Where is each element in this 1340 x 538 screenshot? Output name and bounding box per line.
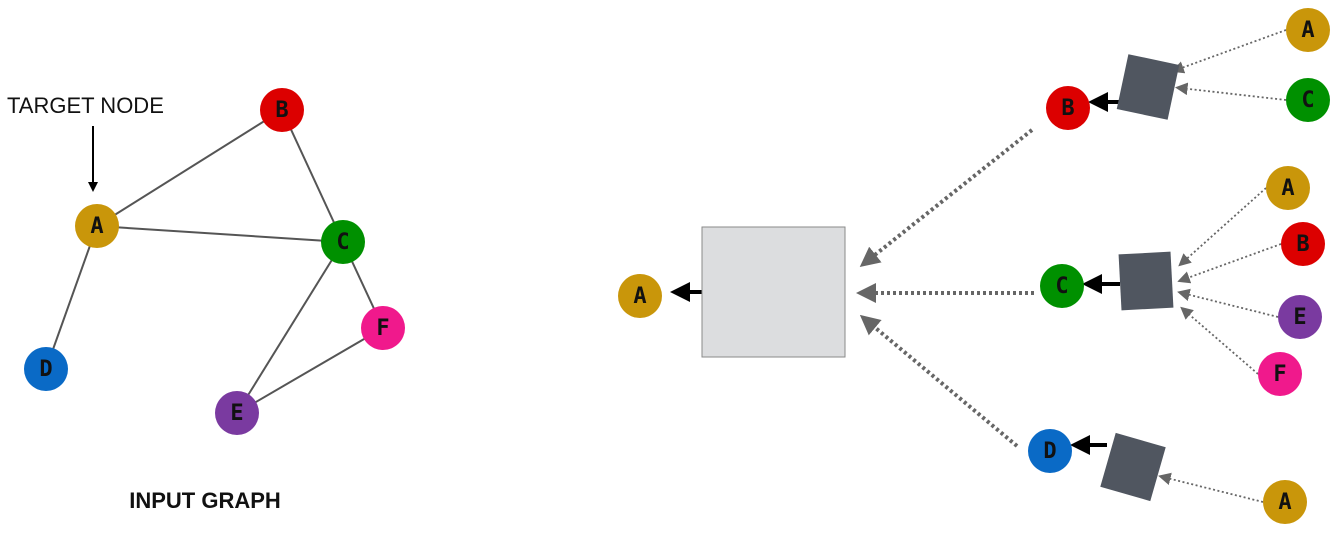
level2-node-c-e: E (1278, 295, 1322, 339)
level2-node-b-c-circle (1286, 78, 1330, 122)
input-graph-nodes: A B C D E F (24, 88, 405, 435)
edge-e-f (236, 327, 384, 414)
input-node-f-label: F (376, 316, 389, 341)
input-graph: A B C D E F TARGET NODE INPUT GRAPH (7, 88, 405, 513)
edge-b-c (281, 109, 344, 243)
level1-node-b-label: B (1061, 96, 1074, 121)
level1-node-c-circle (1040, 264, 1084, 308)
computation-graph: A B A C C A B E F D A (618, 8, 1330, 524)
level1-node-b-circle (1046, 86, 1090, 130)
level2-node-c-f-label: F (1273, 362, 1286, 387)
neighbor-box-c (1118, 251, 1174, 311)
level2-node-d-a-label: A (1278, 490, 1291, 515)
computation-graph-arrows (670, 29, 1287, 503)
input-node-b-circle (260, 88, 304, 132)
level1-node-d-circle (1028, 429, 1072, 473)
input-node-d: D (24, 347, 68, 391)
input-node-d-label: D (39, 357, 52, 382)
input-node-b: B (260, 88, 304, 132)
dotted-arrow-b-to-box-c (1177, 243, 1282, 284)
input-node-a-label: A (90, 214, 103, 239)
computation-graph-boxes (701, 54, 1180, 502)
input-node-d-circle (24, 347, 68, 391)
level2-node-c-b-label: B (1296, 232, 1309, 257)
level2-node-b-a-label: A (1301, 18, 1314, 43)
level1-node-c-label: C (1055, 274, 1068, 299)
level2-node-c-e-circle (1278, 295, 1322, 339)
neighbor-box-d (1100, 432, 1166, 502)
dotted-arrow-a-to-box-d (1158, 472, 1264, 503)
input-node-c-circle (321, 220, 365, 264)
level2-node-b-c-label: C (1301, 88, 1314, 113)
edge-c-e (236, 241, 344, 414)
level2-node-b-c: C (1286, 78, 1330, 122)
target-node-label: TARGET NODE (7, 93, 164, 118)
neighbor-box-b (1116, 54, 1180, 120)
input-node-c-label: C (336, 230, 349, 255)
edge-a-c (96, 225, 344, 243)
level1-node-d: D (1028, 429, 1072, 473)
dotted-arrow-e-to-box-c (1177, 288, 1279, 318)
dotted-arrow-f-to-box-c (1180, 306, 1259, 375)
level2-node-c-a-circle (1266, 166, 1310, 210)
input-node-e-circle (215, 391, 259, 435)
level2-node-c-a: A (1266, 166, 1310, 210)
dotted-arrow-d-to-aggregator (859, 314, 1019, 448)
edge-a-d (45, 225, 98, 370)
level2-node-c-f-circle (1258, 352, 1302, 396)
root-node-a-circle (618, 274, 662, 318)
level1-node-c: C (1040, 264, 1084, 308)
input-node-c: C (321, 220, 365, 264)
level2-node-d-a-circle (1263, 480, 1307, 524)
level1-node-d-label: D (1043, 439, 1056, 464)
level1-node-b: B (1046, 86, 1090, 130)
input-node-b-label: B (275, 98, 288, 123)
level2-node-c-a-label: A (1281, 176, 1294, 201)
computation-graph-nodes: A B A C C A B E F D A (618, 8, 1330, 524)
level2-node-c-b-circle (1281, 222, 1325, 266)
dotted-arrow-c-to-box-b (1174, 82, 1287, 101)
input-node-e-label: E (230, 401, 243, 426)
edge-a-b (96, 109, 283, 227)
aggregator-box (701, 226, 846, 358)
input-node-a: A (75, 204, 119, 248)
root-node-a: A (618, 274, 662, 318)
dotted-arrow-a-to-box-c (1178, 187, 1267, 267)
input-node-a-circle (75, 204, 119, 248)
input-graph-caption: INPUT GRAPH (129, 488, 281, 513)
level2-node-c-e-label: E (1293, 305, 1306, 330)
level2-node-c-b: B (1281, 222, 1325, 266)
level2-node-d-a: A (1263, 480, 1307, 524)
input-node-f-circle (361, 306, 405, 350)
level2-node-b-a-circle (1286, 8, 1330, 52)
level2-node-c-f: F (1258, 352, 1302, 396)
dotted-arrow-b-to-aggregator (859, 128, 1034, 267)
level2-node-b-a: A (1286, 8, 1330, 52)
input-node-f: F (361, 306, 405, 350)
dotted-arrow-a-to-box-b (1171, 29, 1287, 74)
root-node-a-label: A (633, 284, 646, 309)
input-graph-edges (45, 109, 384, 414)
input-node-e: E (215, 391, 259, 435)
